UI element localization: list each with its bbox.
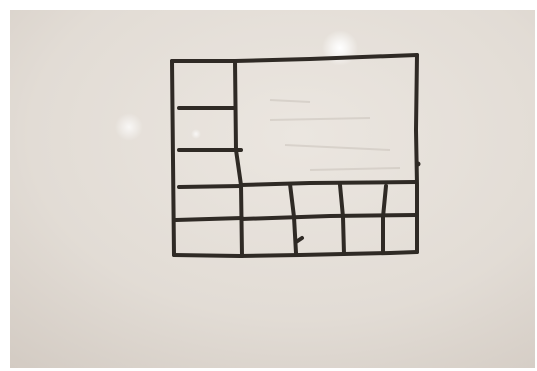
glare-left-inner [191,129,201,139]
glare-top [322,30,358,66]
glare-left [115,113,143,141]
whiteboard-drawing [10,10,535,368]
outer-right-edge [416,55,417,252]
outer-left-edge [172,61,174,255]
board-surface [10,10,535,368]
marker-dot [416,162,421,167]
left-row-3 [179,186,241,187]
left-row-4 [176,218,242,220]
whiteboard-photo [10,10,535,368]
